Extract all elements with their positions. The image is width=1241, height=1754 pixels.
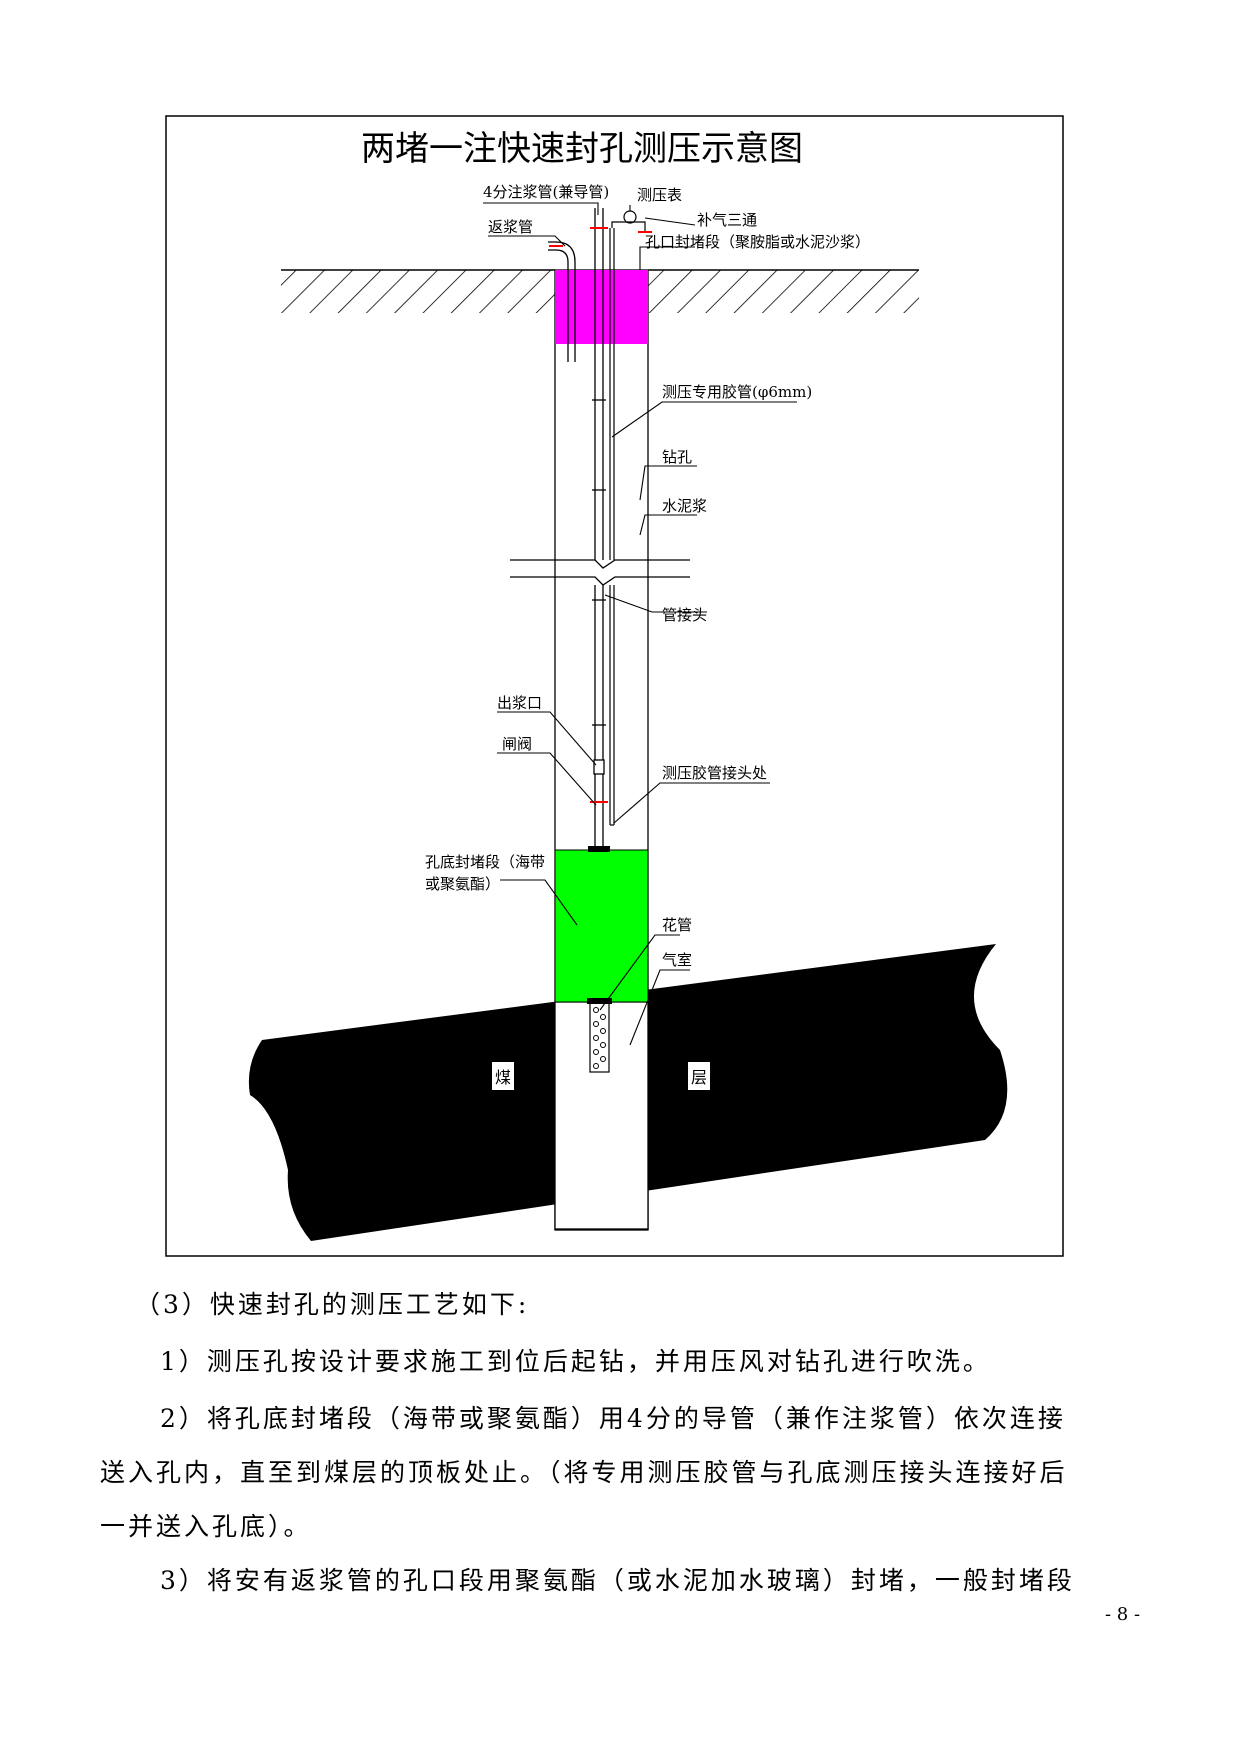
air-tee-symbol	[611, 221, 646, 232]
step-3-line-1: 3）将安有返浆管的孔口段用聚氨酯（或水泥加水玻璃）封堵，一般封堵段	[160, 1566, 1075, 1595]
label-perforated-pipe: 花管	[662, 916, 692, 934]
label-air-tee: 补气三通	[697, 211, 757, 229]
label-coal-2: 层	[691, 1068, 707, 1087]
label-outlet: 出浆口	[497, 694, 542, 712]
pressure-hose	[609, 228, 615, 826]
label-rubber-hose: 测压专用胶管(φ6mm)	[662, 383, 812, 401]
label-valve: 闸阀	[502, 735, 532, 753]
step-2-line-1: 2）将孔底封堵段（海带或聚氨酯）用4分的导管（兼作注浆管）依次连接	[160, 1404, 1066, 1433]
label-pipe-joint: 管接头	[662, 606, 707, 624]
section-heading: （3）快速封孔的测压工艺如下:	[135, 1290, 530, 1319]
grout-pipe	[592, 208, 606, 850]
step-1: 1）测压孔按设计要求施工到位后起钻，并用压风对钻孔进行吹洗。	[160, 1347, 991, 1376]
label-pressure-gauge: 测压表	[637, 186, 682, 204]
mouth-seal-segment	[555, 270, 648, 344]
bottom-pipe-cap	[588, 846, 610, 852]
step-2-line-2: 送入孔内，直至到煤层的顶板处止。（将专用测压胶管与孔底测压接头连接好后	[100, 1458, 1068, 1487]
figure-frame	[165, 115, 1064, 1257]
label-cement: 水泥浆	[662, 497, 707, 515]
label-coal-1: 煤	[495, 1068, 511, 1087]
perforated-pipe	[589, 1001, 610, 1073]
label-grout-pipe: 4分注浆管(兼导管)	[483, 183, 609, 201]
bottom-seal-segment	[554, 849, 649, 1003]
label-bottom-seal-1: 孔底封堵段（海带	[425, 853, 545, 871]
label-hose-joint: 测压胶管接头处	[662, 764, 767, 782]
label-mouth-seal: 孔口封堵段（聚胺脂或水泥沙浆）	[645, 233, 870, 251]
label-borehole: 钻孔	[662, 448, 692, 466]
diagram-title: 两堵一注快速封孔测压示意图	[361, 129, 803, 169]
pressure-gauge-symbol	[623, 210, 637, 224]
label-bottom-seal-2: 或聚氨酯）	[425, 875, 500, 893]
label-gas-chamber: 气室	[662, 951, 692, 969]
return-pipe	[548, 249, 569, 362]
leader-lines	[483, 202, 797, 1046]
label-return-pipe: 返浆管	[488, 218, 533, 236]
page-number: - 8 -	[1105, 1604, 1141, 1625]
ground-surface	[281, 269, 919, 313]
step-2-line-3: 一并送入孔底）。	[100, 1512, 312, 1541]
